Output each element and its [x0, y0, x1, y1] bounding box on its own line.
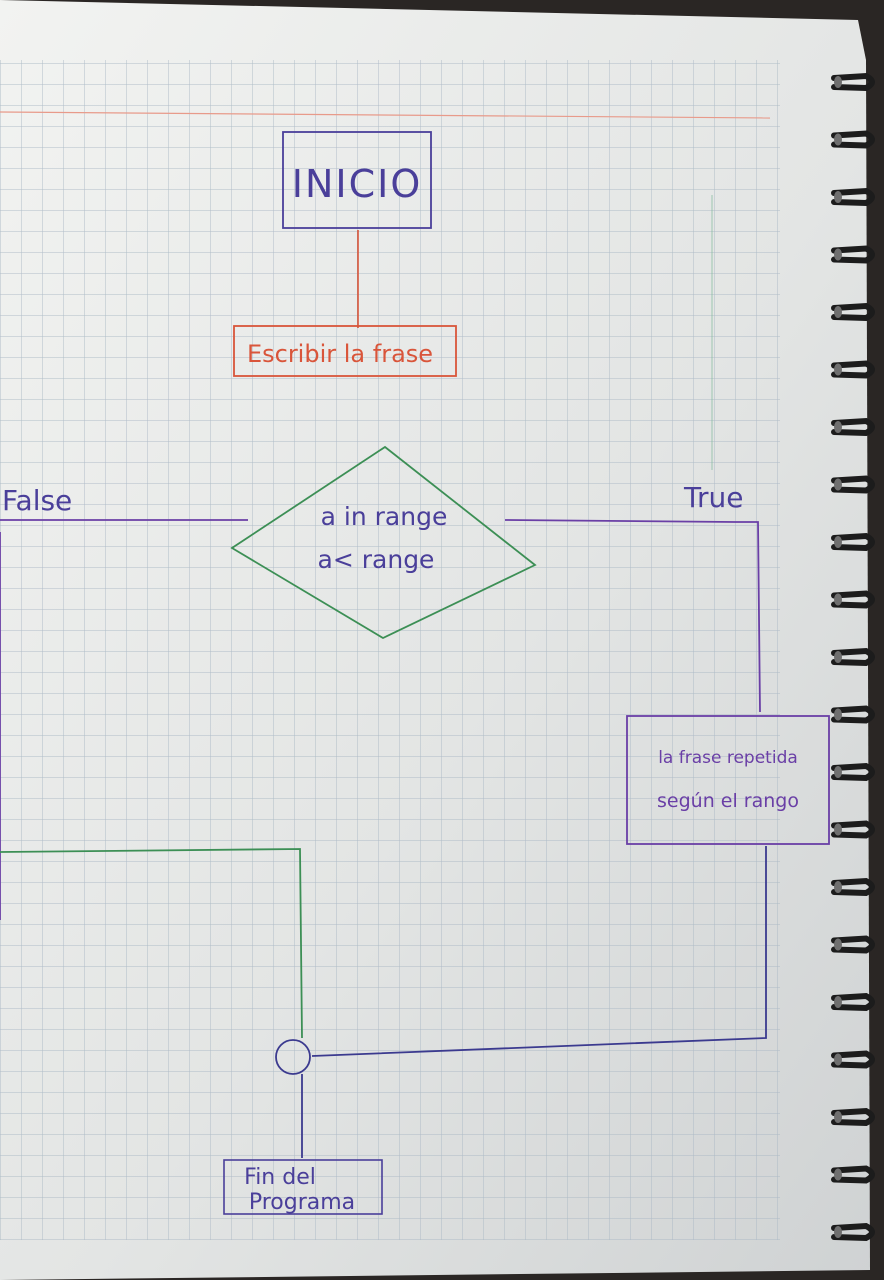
- spiral-ring: [831, 187, 875, 207]
- spiral-ring: [831, 245, 875, 264]
- edge-green-return: [0, 848, 303, 1039]
- spiral-ring: [831, 1107, 875, 1127]
- node-decision-line2: a< range: [318, 545, 435, 574]
- edge-true-label: True: [683, 481, 743, 514]
- spiral-hole: [834, 996, 842, 1008]
- spiral-hole: [834, 708, 842, 721]
- spiral-hole: [834, 191, 842, 203]
- spiral-ring: [831, 590, 875, 609]
- node-inicio-label: INICIO: [292, 162, 423, 206]
- spiral-hole: [834, 76, 842, 88]
- spiral-ring: [831, 360, 875, 379]
- spiral-ring: [831, 1222, 875, 1242]
- node-repetir: [626, 715, 830, 845]
- spiral-hole: [834, 536, 842, 548]
- grid-area: [0, 60, 780, 1240]
- node-decision-line1: a in range: [321, 502, 448, 531]
- node-escribir-label: Escribir la frase: [247, 340, 433, 368]
- spiral-ring: [831, 647, 875, 667]
- spiral-hole: [834, 306, 842, 318]
- node-decision: [230, 445, 537, 640]
- spiral-ring: [831, 762, 875, 782]
- spiral-ring: [831, 475, 875, 494]
- spiral-hole: [834, 881, 842, 893]
- spiral-hole: [834, 651, 842, 663]
- node-conector: [275, 1039, 311, 1075]
- spiral-hole: [834, 1053, 842, 1066]
- spiral-ring: [831, 935, 875, 954]
- grid-margin-line: [0, 111, 771, 119]
- spiral-ring: [831, 877, 875, 897]
- node-fin-line2: Programa: [249, 1190, 355, 1215]
- node-fin: [223, 1159, 383, 1215]
- spiral-ring: [831, 72, 875, 92]
- spiral-ring: [831, 532, 875, 552]
- spiral-ring: [831, 1050, 875, 1069]
- node-repetir-line2: según el rango: [657, 790, 799, 812]
- spiral-hole: [834, 1168, 842, 1181]
- spiral-hole: [834, 938, 842, 951]
- spiral-hole: [834, 363, 842, 376]
- spiral-hole: [834, 133, 842, 146]
- spiral-hole: [834, 248, 842, 261]
- spiral-hole: [834, 478, 842, 491]
- node-inicio: [282, 131, 432, 229]
- spiral-ring: [831, 820, 875, 839]
- edge-true-branch: [504, 519, 761, 713]
- spiral-ring: [831, 1165, 875, 1184]
- spiral-hole: [834, 593, 842, 606]
- spiral-hole: [834, 1226, 842, 1238]
- spiral-ring: [831, 705, 875, 724]
- spiral-hole: [834, 766, 842, 778]
- spiral-ring: [831, 130, 875, 149]
- spiral-hole: [834, 823, 842, 836]
- spiral-ring: [831, 302, 875, 322]
- edge-false-label: False: [2, 484, 72, 517]
- node-fin-line1: Fin del: [244, 1165, 316, 1190]
- spiral-hole: [834, 421, 842, 433]
- node-escribir: [233, 325, 457, 377]
- spiral-hole: [834, 1111, 842, 1123]
- spiral-ring: [831, 992, 875, 1012]
- edge-repetir-conector: [311, 846, 767, 1057]
- spiral-binding: [831, 72, 875, 1242]
- spiral-ring: [831, 417, 875, 437]
- node-repetir-line1: la frase repetida: [658, 748, 798, 768]
- edge-false-branch: [0, 519, 248, 920]
